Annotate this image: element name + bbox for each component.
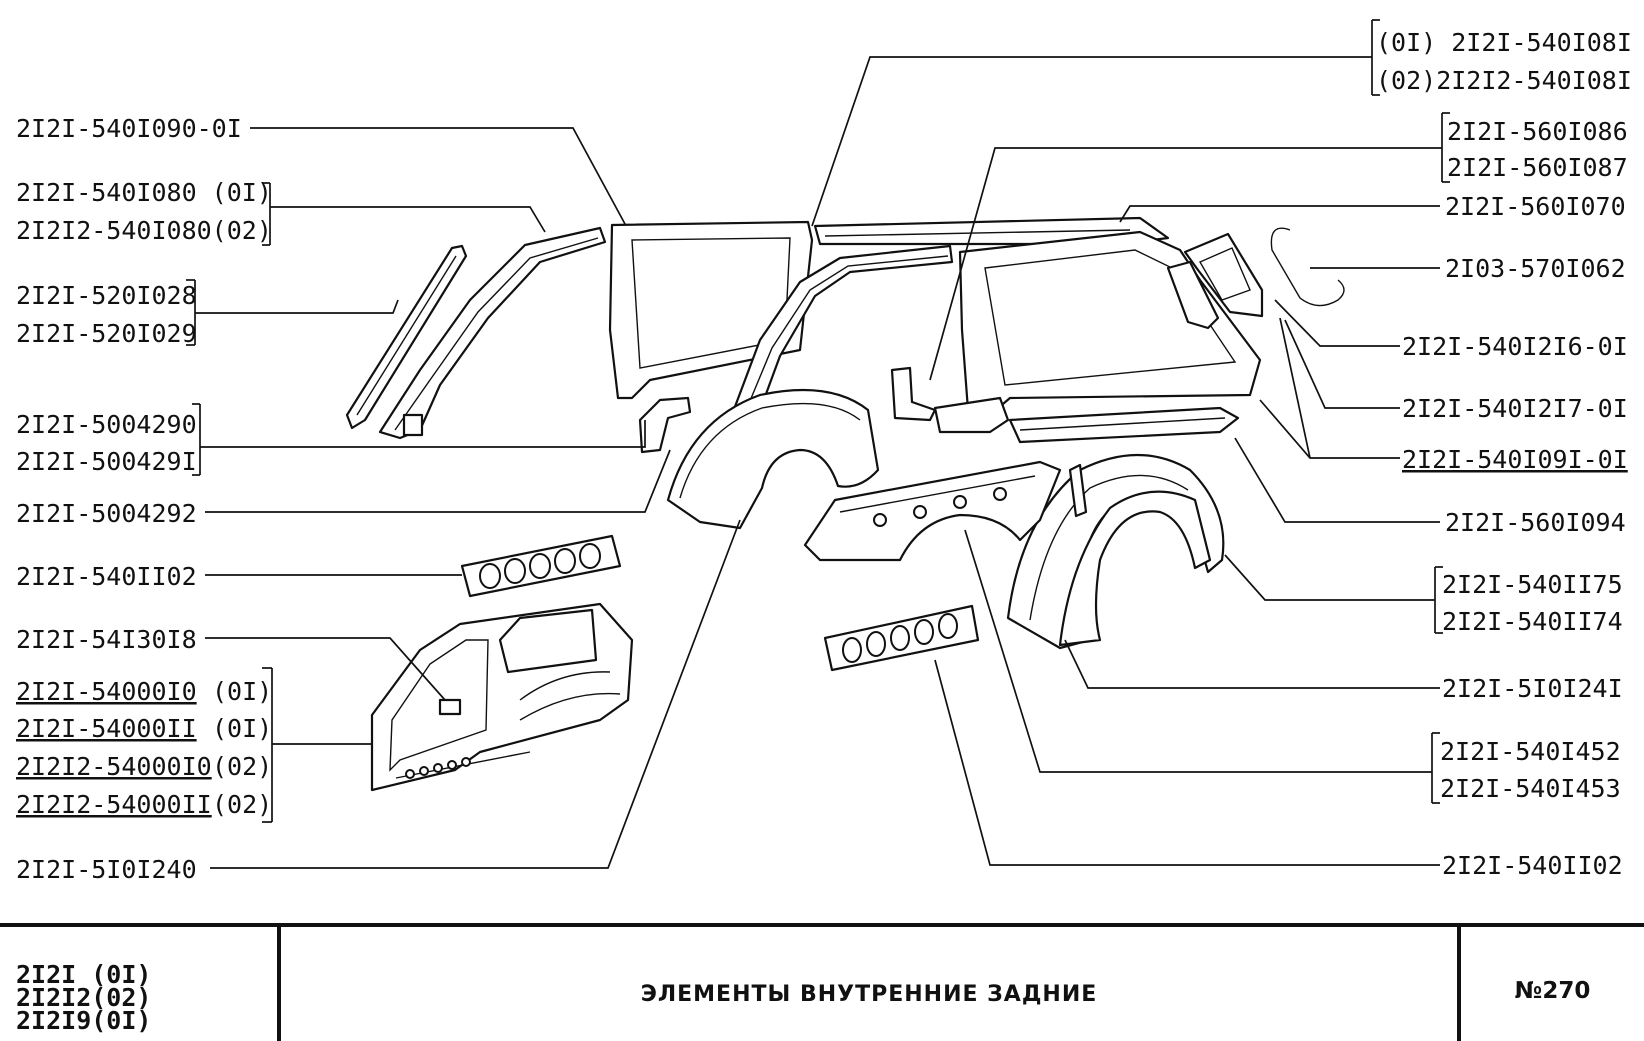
small-bracket [638, 396, 692, 454]
model-code: 2I2I2(02) [16, 983, 152, 1012]
callout-right-10: 2I2I-560I094 [1445, 508, 1626, 537]
callout-left-10: 2I2I-54I30I8 [16, 625, 197, 654]
title-block: 2I2I (0I) 2I2I2(02) 2I2I9(0I) ЭЛЕМЕНТЫ В… [0, 923, 1644, 1041]
callout-right-7: 2I2I-540I2I6-0I [1402, 332, 1628, 361]
callout-left-14: 2I2I2-54000II [16, 790, 212, 819]
perforated-plate-lower [823, 604, 980, 672]
small-opening-panel [1166, 260, 1220, 330]
callout-right-6: 2I03-570I062 [1445, 254, 1626, 283]
callout-left-13-variant: (02) [212, 752, 272, 781]
callout-left-3: 2I2I2-540I080(02) [16, 216, 272, 245]
callout-left-15: 2I2I-5I0I240 [16, 855, 197, 884]
model-code: 2I2I (0I) [16, 960, 152, 989]
body-parts-drawing [345, 216, 1345, 792]
sheet-title: ЭЛЕМЕНТЫ ВНУТРЕННИЕ ЗАДНИЕ [281, 927, 1461, 1041]
callout-right-2: (02)2I2I2-540I08I [1376, 66, 1632, 95]
callout-left-13: 2I2I2-54000I0 [16, 752, 212, 781]
callout-right-9: 2I2I-540I09I-0I [1402, 445, 1628, 474]
callout-right-14: 2I2I-540I452 [1440, 737, 1621, 766]
wheel-arch-reinforcement [803, 460, 1062, 562]
callout-left-8: 2I2I-5004292 [16, 499, 197, 528]
callout-right-5: 2I2I-560I070 [1445, 192, 1626, 221]
callout-left-5: 2I2I-520I029 [16, 319, 197, 348]
small-strip [1068, 463, 1088, 518]
callout-left-11: 2I2I-54000I0 [16, 677, 197, 706]
vent-grille [1183, 232, 1264, 318]
callout-left-14-variant: (02) [212, 790, 272, 819]
callout-right-13: 2I2I-5I0I24I [1442, 674, 1623, 703]
callout-right-12: 2I2I-540II74 [1442, 607, 1623, 636]
perforated-plate-upper [460, 534, 622, 598]
callout-left-7: 2I2I-500429I [16, 447, 197, 476]
wheel-arch-inner-left [666, 388, 880, 530]
callout-left-1: 2I2I-540I090-0I [16, 114, 242, 143]
callout-right-11: 2I2I-540II75 [1442, 570, 1623, 599]
sheet-number: №270 [1514, 978, 1591, 1004]
callout-right-3: 2I2I-560I086 [1447, 117, 1628, 146]
callout-right-4: 2I2I-560I087 [1447, 153, 1628, 182]
bracket-plate [933, 396, 1010, 434]
callout-right-16: 2I2I-540II02 [1442, 851, 1623, 880]
wheel-arch-liner [1058, 490, 1212, 647]
callout-left-12: 2I2I-54000II [16, 714, 197, 743]
callout-right-8: 2I2I-540I2I7-0I [1402, 394, 1628, 423]
pillar-bracket [402, 413, 424, 437]
callout-left-6: 2I2I-5004290 [16, 410, 197, 439]
callout-left-9: 2I2I-540II02 [16, 562, 197, 591]
drain-hose [1270, 227, 1345, 307]
callout-right-1: (0I) 2I2I-540I08I [1376, 28, 1632, 57]
callout-left-11-variant: (0I) [212, 677, 272, 706]
callout-left-4: 2I2I-520I028 [16, 281, 197, 310]
callout-labels: 2I2I-540I090-0I 2I2I-540I080 (0I) 2I2I2-… [16, 28, 1632, 884]
model-codes-cell: 2I2I (0I) 2I2I2(02) 2I2I9(0I) [0, 927, 281, 1041]
leader-lines [186, 19, 1450, 869]
callout-left-12-variant: (0I) [212, 714, 272, 743]
bracket-small [890, 366, 937, 422]
side-inner-panel-assembly [370, 602, 634, 792]
lower-side-rail [1008, 406, 1240, 444]
callout-right-15: 2I2I-540I453 [1440, 774, 1621, 803]
model-code: 2I2I9(0I) [16, 1006, 152, 1035]
callout-left-2: 2I2I-540I080 (0I) [16, 178, 272, 207]
